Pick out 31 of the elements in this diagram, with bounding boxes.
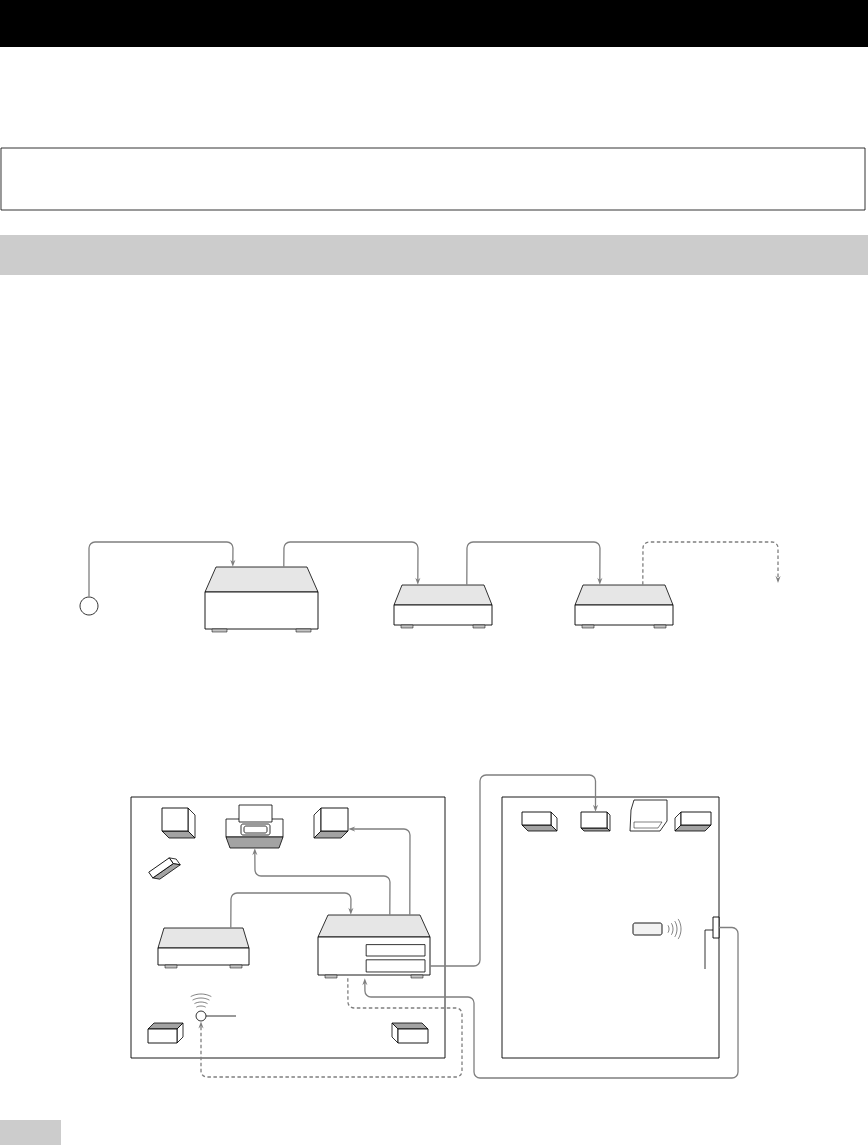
speaker-picture [580,811,611,832]
speaker-picture [521,811,558,832]
page-tab [0,1120,61,1145]
remote-picture [632,922,663,936]
room-outline [501,796,720,1059]
arrow [429,774,599,967]
arrow [88,541,236,598]
component-picture [574,584,674,629]
header-bar [0,0,868,47]
arrow [230,892,354,929]
speaker-picture [313,807,349,839]
section-band [0,235,868,275]
speaker-picture [161,807,196,839]
speaker-picture [629,799,668,832]
component-picture [157,927,250,969]
note-frame [0,147,866,211]
speaker-picture [391,1022,429,1044]
jack-circle [79,596,99,616]
receiver-picture [317,914,431,979]
speaker-picture [147,1022,184,1044]
room-outline [130,796,446,1059]
speaker-picture [674,811,712,832]
speaker-picture [148,857,181,880]
arrow [466,541,603,586]
tv-picture [225,804,284,849]
component-picture [393,584,493,629]
sensor-picture [712,916,720,939]
amplifier-picture [204,566,319,633]
arrow [362,926,739,1079]
arrow [198,977,463,1078]
arrow [642,541,781,586]
